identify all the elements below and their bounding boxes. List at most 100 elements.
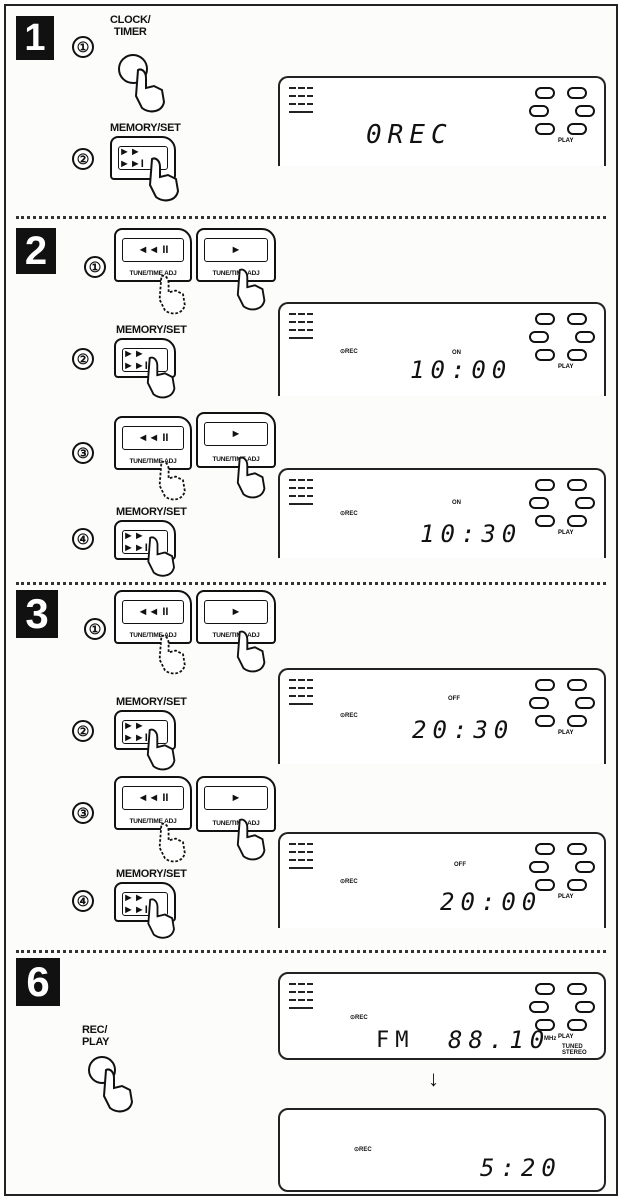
on-indicator: ON — [452, 500, 461, 506]
play-key-face: ► — [204, 786, 268, 810]
ff-key-face: ►► ►►I — [118, 146, 168, 170]
lcd-display-4: ⊙REC OFF 20:30 PLAY — [278, 668, 606, 764]
tune-up-button[interactable]: ► TUNE/TIME ADJ — [196, 776, 276, 832]
rewind-key-face: ◄◄ II — [122, 426, 184, 450]
hand-pointer-icon — [158, 460, 186, 501]
hand-pointer-icon — [236, 630, 266, 673]
tune-adj-down-label: TUNE/TIME ADJ — [129, 270, 177, 277]
rewind-key-face: ◄◄ II — [122, 238, 184, 262]
mode-selector-icon: PLAY — [529, 313, 595, 370]
hand-pointer-icon — [146, 728, 176, 771]
lcd-display-6: ⊙REC FM 88.10 MHz TUNED STEREO PLAY — [278, 972, 606, 1060]
lcd-grid-icon — [289, 679, 313, 705]
hand-pointer-icon — [158, 634, 186, 675]
svg-text:PLAY: PLAY — [558, 894, 573, 900]
unit-label: MHz — [544, 1036, 557, 1042]
svg-text:PLAY: PLAY — [558, 138, 573, 144]
off-indicator: OFF — [454, 862, 466, 868]
hand-pointer-icon — [236, 456, 266, 499]
tune-down-button[interactable]: ◄◄ II TUNE/TIME ADJ — [114, 416, 192, 470]
play-key-face: ► — [204, 422, 268, 446]
tuned-stereo-label: TUNED STEREO — [562, 1044, 587, 1056]
rec-indicator: ⊙REC — [354, 1147, 372, 1153]
lcd-grid-icon — [289, 479, 313, 505]
lcd-display-5: ⊙REC OFF 20:00 PLAY — [278, 832, 606, 928]
on-indicator: ON — [452, 350, 461, 356]
hand-pointer-icon — [134, 68, 166, 113]
tune-adj-up-label: TUNE/TIME ADJ — [212, 270, 260, 277]
memory-set-label: MEMORY/SET — [110, 122, 181, 134]
tune-up-button[interactable]: ► TUNE/TIME ADJ — [196, 412, 276, 468]
hand-pointer-icon — [236, 818, 266, 861]
display-time: 10:00 — [410, 356, 513, 384]
svg-text:PLAY: PLAY — [558, 364, 573, 370]
lcd-grid-icon — [289, 983, 313, 1009]
hand-pointer-icon — [236, 268, 266, 311]
play-key-face: ► — [204, 238, 268, 262]
mode-selector-icon: PLAY — [529, 479, 595, 536]
mode-selector-icon: PLAY — [529, 87, 595, 144]
tune-down-button[interactable]: ◄◄ II TUNE/TIME ADJ — [114, 776, 192, 830]
lcd-display-2: ⊙REC ON 10:00 PLAY — [278, 302, 606, 396]
step-separator — [16, 950, 606, 953]
down-arrow-icon: ↓ — [428, 1066, 439, 1091]
clock-timer-button[interactable] — [118, 54, 148, 84]
substep-1: ① — [84, 256, 106, 278]
mode-selector-icon: PLAY — [529, 843, 595, 900]
display-time: 20:30 — [412, 716, 515, 744]
instruction-sheet: 1 ① CLOCK/ TIMER ② MEMORY/SET ►► ►►I 0RE… — [4, 4, 618, 1196]
band-display: FM — [376, 1028, 415, 1053]
hand-pointer-icon — [147, 898, 175, 939]
display-time: 10:30 — [420, 520, 523, 548]
rec-indicator: ⊙REC — [340, 879, 358, 885]
tune-adj-up-label: TUNE/TIME ADJ — [212, 820, 260, 827]
rec-indicator: ⊙REC — [340, 511, 358, 517]
step-separator — [16, 582, 606, 585]
clock-timer-label: CLOCK/ TIMER — [110, 14, 151, 38]
hand-pointer-icon — [102, 1068, 134, 1113]
memory-set-button[interactable]: ►► ►►I — [110, 136, 176, 180]
tune-adj-down-label: TUNE/TIME ADJ — [129, 458, 177, 465]
step-number-3: 3 — [16, 590, 58, 638]
memory-set-button[interactable]: ►► ►►I — [114, 882, 176, 922]
off-indicator: OFF — [448, 696, 460, 702]
lcd-grid-icon — [289, 313, 313, 339]
hand-pointer-icon — [158, 822, 186, 863]
tune-adj-up-label: TUNE/TIME ADJ — [212, 456, 260, 463]
lcd-display-1: 0REC PLAY — [278, 76, 606, 166]
step-number-6: 6 — [16, 958, 60, 1006]
step-number-2: 2 — [16, 228, 56, 274]
rewind-key-face: ◄◄ II — [122, 600, 184, 624]
lcd-display-7: ⊙REC 5:20 — [278, 1108, 606, 1192]
memory-set-label: MEMORY/SET — [116, 696, 187, 708]
substep-1: ① — [84, 618, 106, 640]
tune-adj-up-label: TUNE/TIME ADJ — [212, 632, 260, 639]
ff-key-face: ►► ►►I — [122, 348, 168, 372]
svg-text:PLAY: PLAY — [558, 1034, 573, 1040]
lcd-display-3: ⊙REC ON 10:30 PLAY — [278, 468, 606, 558]
tune-down-button[interactable]: ◄◄ II TUNE/TIME ADJ — [114, 590, 192, 644]
rewind-key-face: ◄◄ II — [122, 786, 184, 810]
step-separator — [16, 216, 606, 219]
substep-1: ① — [72, 36, 94, 58]
hand-pointer-icon — [158, 274, 186, 315]
tune-adj-down-label: TUNE/TIME ADJ — [129, 632, 177, 639]
hand-pointer-icon — [146, 356, 176, 399]
memory-set-label: MEMORY/SET — [116, 506, 187, 518]
tune-up-button[interactable]: ► TUNE/TIME ADJ — [196, 590, 276, 644]
ff-key-face: ►► ►►I — [122, 530, 168, 554]
tune-up-button[interactable]: ► TUNE/TIME ADJ — [196, 228, 276, 282]
substep-3: ③ — [72, 802, 94, 824]
frequency-display: 88.10 — [448, 1026, 551, 1054]
memory-set-label: MEMORY/SET — [116, 868, 187, 880]
display-time: 5:20 — [480, 1154, 562, 1182]
substep-3: ③ — [72, 442, 94, 464]
hand-pointer-icon — [148, 157, 180, 202]
tune-down-button[interactable]: ◄◄ II TUNE/TIME ADJ — [114, 228, 192, 282]
memory-set-button[interactable]: ►► ►►I — [114, 338, 176, 378]
hand-pointer-icon — [147, 536, 175, 577]
display-time: 20:00 — [440, 888, 543, 916]
ff-key-face: ►► ►►I — [122, 892, 168, 916]
memory-set-button[interactable]: ►► ►►I — [114, 710, 176, 750]
step-number-1: 1 — [16, 16, 54, 60]
